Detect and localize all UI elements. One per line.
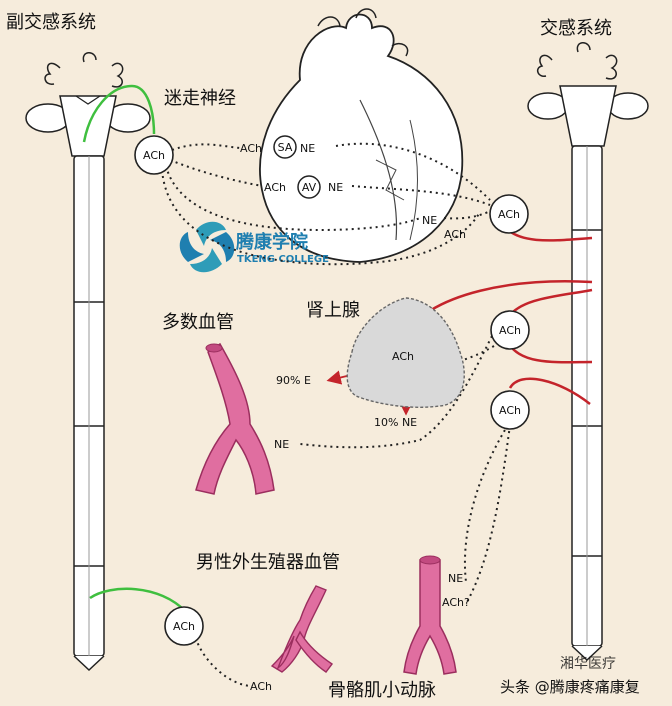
- sympathetic-ganglion-vessels: ACh: [490, 310, 530, 350]
- adrenal-ne-output: 10% NE: [374, 416, 417, 429]
- left-brainstem: [25, 52, 151, 157]
- sa-node: SA: [273, 135, 297, 159]
- watermark: 腾康学院 TKENG COLLEGE: [179, 221, 329, 273]
- sympathetic-ganglion-muscle-label: ACh: [499, 404, 521, 417]
- source-text: 头条 @腾康疼痛康复: [500, 678, 640, 696]
- heart-ventricle-ne: NE: [422, 214, 437, 227]
- sacral-ganglion: ACh: [164, 606, 204, 646]
- sa-label: SA: [278, 141, 293, 154]
- vessels-ne: NE: [274, 438, 289, 451]
- heart-ventricle-ach: ACh: [444, 228, 466, 241]
- sympathetic-title: 交感系统: [540, 18, 612, 39]
- left-spinal-cord: [73, 155, 105, 672]
- parasympathetic-fibers: [82, 84, 187, 613]
- watermark-name: 腾康学院: [236, 231, 308, 253]
- genital-vessels-icon: [270, 585, 334, 673]
- genital-ach: ACh: [250, 680, 272, 693]
- adrenal-label: 肾上腺: [306, 300, 360, 321]
- right-spinal-cord: [571, 145, 603, 662]
- heart-sa-ach: ACh: [240, 142, 262, 155]
- skeletal-arteriole-icon: [403, 555, 457, 675]
- sympathetic-ganglion-muscle: ACh: [490, 390, 530, 430]
- skeletal-arteriole-label: 骨骼肌小动脉: [328, 680, 436, 701]
- sympathetic-ganglion-heart-label: ACh: [498, 208, 520, 221]
- genital-vessels-label: 男性外生殖器血管: [196, 551, 340, 573]
- sympathetic-ganglion-heart: ACh: [489, 194, 529, 234]
- av-label: AV: [302, 181, 317, 194]
- heart-av-ne: NE: [328, 181, 343, 194]
- adrenal-e-output: 90% E: [276, 374, 311, 387]
- adrenal-ach: ACh: [392, 350, 414, 363]
- source-stamp: 湘华医疗 头条 @腾康疼痛康复: [496, 656, 672, 702]
- sympathetic-ganglion-vessels-label: ACh: [499, 324, 521, 337]
- source-partial: 湘华医疗: [560, 656, 616, 672]
- heart: [259, 8, 464, 263]
- heart-av-ach: ACh: [264, 181, 286, 194]
- watermark-logo-icon: [179, 221, 235, 273]
- arteriole-ne: NE: [448, 572, 463, 585]
- vagal-ganglion: ACh: [134, 135, 174, 175]
- parasympathetic-title: 副交感系统: [6, 12, 96, 33]
- vagus-label: 迷走神经: [164, 88, 236, 109]
- dotted-fibers: [161, 142, 511, 687]
- watermark-sub: TKENG COLLEGE: [237, 254, 329, 265]
- most-vessels-icon: [195, 342, 275, 495]
- vagal-ganglion-label: ACh: [143, 149, 165, 162]
- arteriole-ach-q: ACh?: [442, 596, 470, 609]
- adrenal-gland: [346, 297, 465, 408]
- sacral-ganglion-label: ACh: [173, 620, 195, 633]
- right-brainstem: [527, 42, 649, 147]
- heart-sa-ne: NE: [300, 142, 315, 155]
- av-node: AV: [297, 175, 321, 199]
- most-vessels-label: 多数血管: [162, 312, 234, 333]
